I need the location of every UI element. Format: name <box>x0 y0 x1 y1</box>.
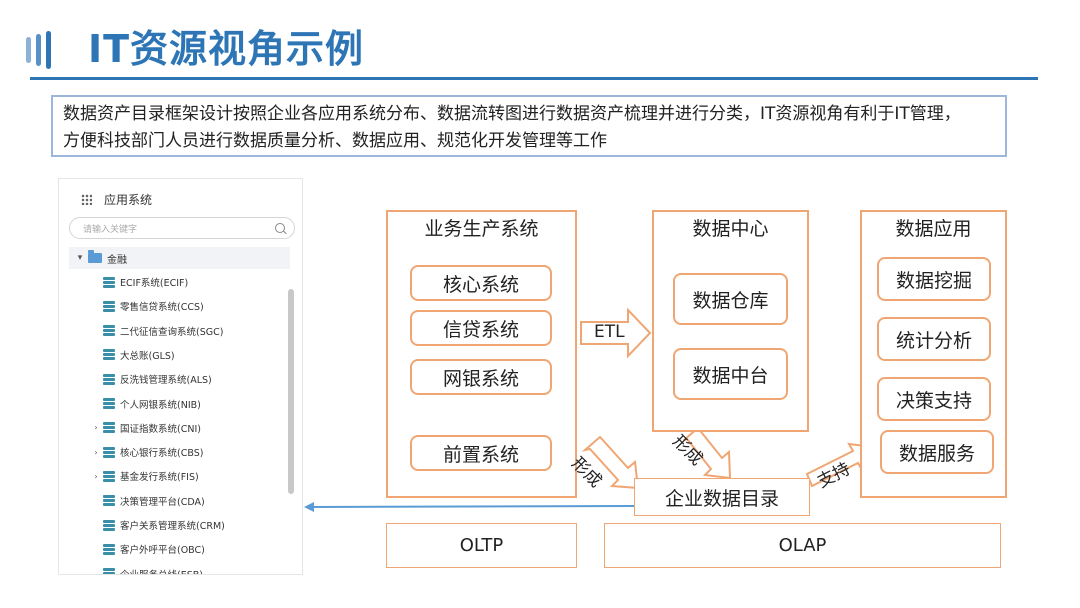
tree-item[interactable]: 客户外呼平台(OBC) <box>92 540 205 558</box>
tree-item-label: 个人网银系统(NIB) <box>120 399 201 411</box>
description-box: 数据资产目录框架设计按照企业各应用系统分布、数据流转图进行数据资产梳理并进行分类… <box>51 95 1007 157</box>
tree-item-label: 零售信贷系统(CCS) <box>120 302 204 314</box>
data-warehouse-box: 数据仓库 <box>673 273 788 325</box>
tree-scrollbar[interactable] <box>288 289 294 494</box>
olap-box: OLAP <box>604 523 1001 568</box>
tree-item-label: 企业服务总线(ESB) <box>120 567 203 574</box>
tree-header: 应用系统 <box>81 189 152 209</box>
tree-item-label: 基金发行系统(FIS) <box>120 472 199 484</box>
app-item-statistics: 统计分析 <box>877 317 991 361</box>
tree-item[interactable]: ECIF系统(ECIF) <box>92 273 188 291</box>
enterprise-data-catalog-box: 企业数据目录 <box>634 478 810 516</box>
tree-item[interactable]: 企业服务总线(ESB) <box>92 565 203 574</box>
tree-item[interactable]: 决策管理平台(CDA) <box>92 492 205 510</box>
app-system-tree-panel: 应用系统 请输入关键字 ▾ 金融 ECIF系统(ECIF) 零售信贷系统(CCS)… <box>58 178 303 575</box>
database-icon <box>103 276 115 288</box>
tree-search-input[interactable]: 请输入关键字 <box>69 217 295 239</box>
tree-item[interactable]: 二代征信查询系统(SGC) <box>92 322 223 340</box>
title-accent-bar-1 <box>26 37 31 63</box>
tree-item[interactable]: 大总账(GLS) <box>92 346 175 364</box>
database-icon <box>103 325 115 337</box>
database-icon <box>103 398 115 409</box>
chevron-right-icon[interactable]: › <box>94 423 98 433</box>
tree-item[interactable]: › 基金发行系统(FIS) <box>92 467 199 485</box>
chevron-right-icon[interactable]: › <box>94 447 98 457</box>
database-icon <box>103 519 115 531</box>
tree-item-label: 国证指数系统(CNI) <box>120 423 201 435</box>
catalog-to-tree-link <box>311 505 635 508</box>
tree-root-label: 金融 <box>107 254 127 266</box>
tree-item-label: ECIF系统(ECIF) <box>120 278 189 289</box>
description-line-2: 方便科技部门人员进行数据质量分析、数据应用、规范化开发管理等工作 <box>63 131 607 151</box>
tree-item-label: 客户关系管理系统(CRM) <box>120 521 225 532</box>
database-icon <box>103 568 115 574</box>
app-item-service: 数据服务 <box>880 430 994 474</box>
search-placeholder: 请输入关键字 <box>83 225 138 235</box>
database-icon <box>103 422 115 434</box>
catalog-to-tree-arrowhead <box>304 502 314 512</box>
tree-item-label: 客户外呼平台(OBC) <box>120 545 205 557</box>
app-item-decision: 决策支持 <box>877 377 991 421</box>
tree-item[interactable]: 客户关系管理系统(CRM) <box>92 516 225 534</box>
data-middle-platform-box: 数据中台 <box>673 348 788 400</box>
business-item-credit: 信贷系统 <box>410 310 552 346</box>
title-accent-bar-2 <box>36 34 41 66</box>
oltp-box: OLTP <box>386 523 577 568</box>
data-center-title: 数据中心 <box>692 218 769 240</box>
tree-item-label: 二代征信查询系统(SGC) <box>120 326 224 338</box>
tree-item[interactable]: › 国证指数系统(CNI) <box>92 419 201 437</box>
page-title: IT资源视角示例 <box>88 27 365 71</box>
tree-item-label: 大总账(GLS) <box>120 350 175 362</box>
database-icon <box>103 446 115 458</box>
chevron-down-icon[interactable]: ▾ <box>77 253 83 263</box>
folder-icon <box>88 250 102 263</box>
chevron-right-icon[interactable]: › <box>94 471 98 481</box>
tree-item[interactable]: 反洗钱管理系统(ALS) <box>92 370 212 388</box>
database-icon <box>103 349 115 361</box>
search-icon[interactable] <box>275 223 285 233</box>
database-icon <box>103 373 115 385</box>
etl-label: ETL <box>594 322 625 342</box>
database-icon <box>103 543 115 555</box>
app-item-mining: 数据挖掘 <box>877 257 991 301</box>
business-item-core: 核心系统 <box>410 265 552 301</box>
description-line-1: 数据资产目录框架设计按照企业各应用系统分布、数据流转图进行数据资产梳理并进行分类… <box>63 104 961 124</box>
etl-arrow <box>580 307 652 359</box>
database-icon <box>103 495 115 507</box>
tree-root-node[interactable]: ▾ 金融 <box>69 247 290 269</box>
grid-icon <box>81 193 92 205</box>
business-item-frontend: 前置系统 <box>410 435 552 471</box>
business-item-netbank: 网银系统 <box>410 359 552 395</box>
database-icon <box>103 470 115 482</box>
data-application-title: 数据应用 <box>895 218 972 240</box>
title-divider <box>30 77 1038 80</box>
tree-item-label: 决策管理平台(CDA) <box>120 496 205 508</box>
tree-title: 应用系统 <box>104 192 153 207</box>
business-group-title: 业务生产系统 <box>424 218 539 240</box>
tree-item[interactable]: › 核心银行系统(CBS) <box>92 443 203 461</box>
tree-item[interactable]: 个人网银系统(NIB) <box>92 395 201 413</box>
tree-item-label: 反洗钱管理系统(ALS) <box>120 375 212 387</box>
title-accent-bar-3 <box>46 31 51 69</box>
tree-item[interactable]: 零售信贷系统(CCS) <box>92 297 204 315</box>
database-icon <box>103 300 115 312</box>
tree-item-label: 核心银行系统(CBS) <box>120 448 204 460</box>
